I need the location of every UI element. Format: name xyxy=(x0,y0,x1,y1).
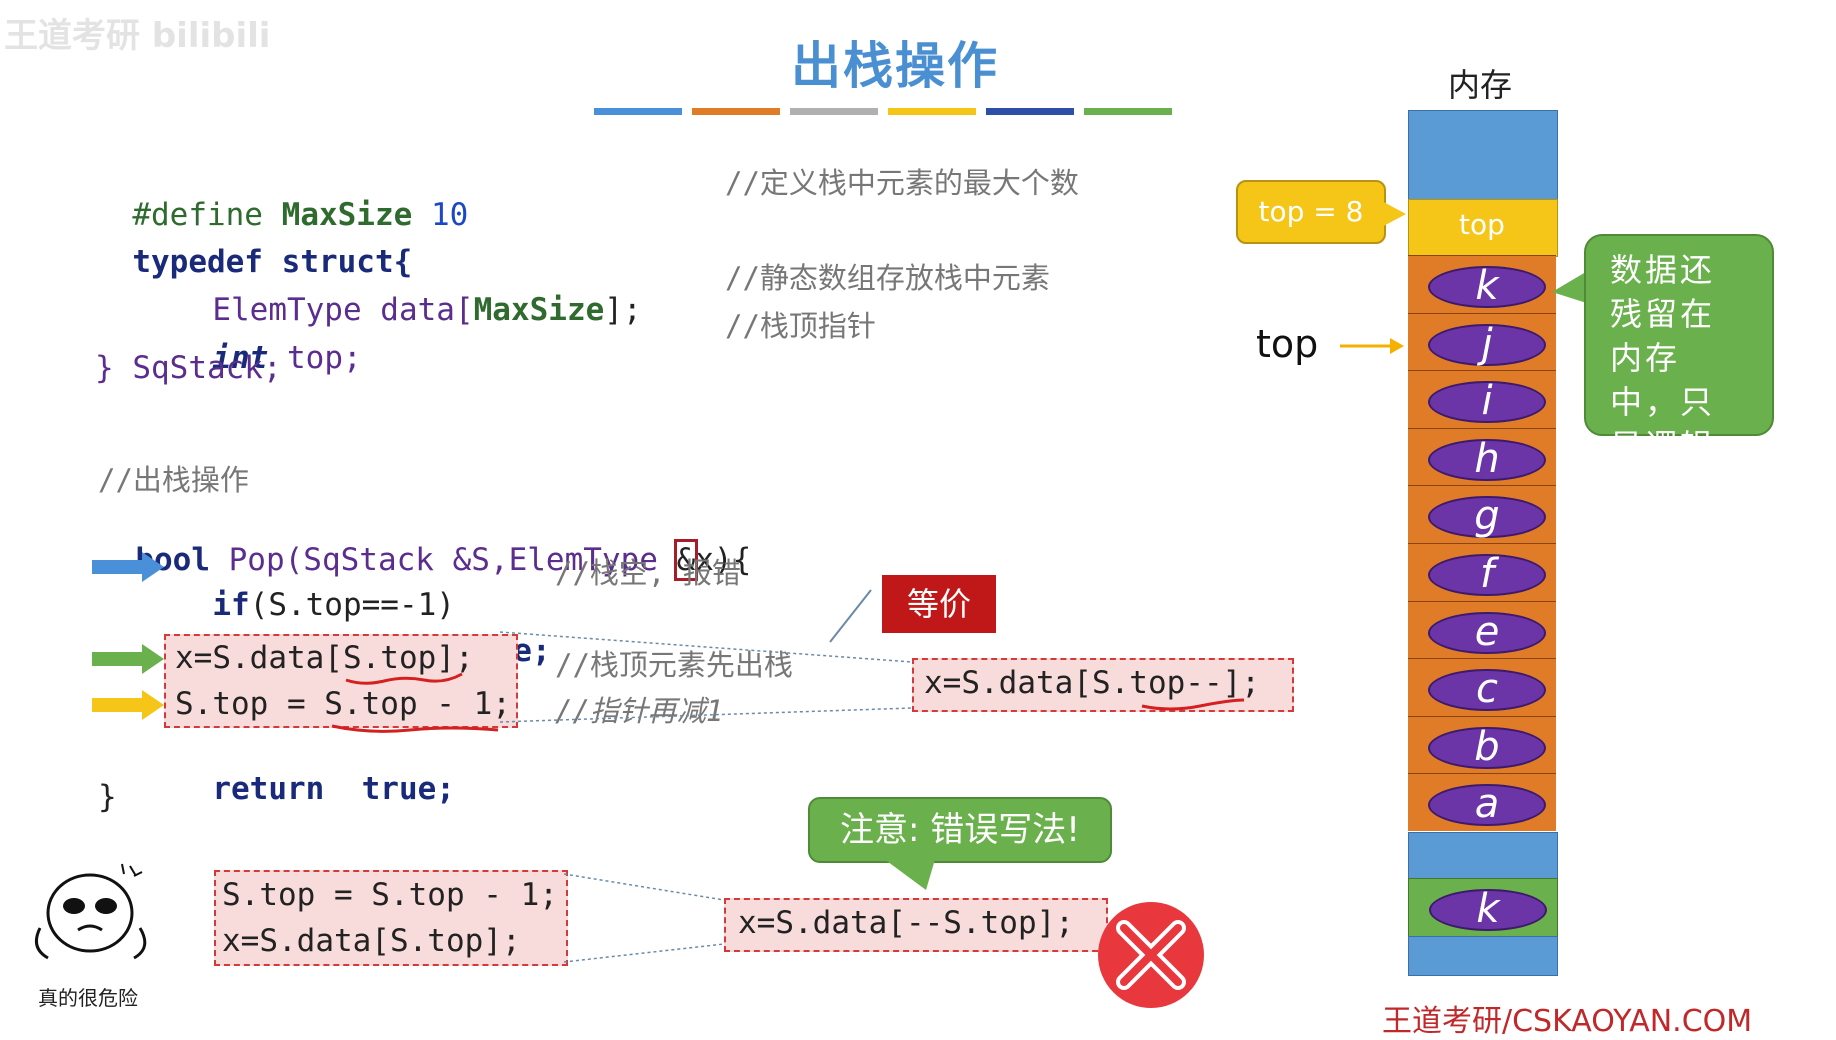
blue-arrow-icon xyxy=(92,552,164,582)
memory-cell-j-1: j xyxy=(1408,312,1556,371)
memory-value-4: g xyxy=(1428,496,1546,539)
wrong-x-icon xyxy=(1098,902,1204,1008)
equiv-connector xyxy=(500,589,913,723)
equiv-code: x=S.data[S.top--]; xyxy=(924,665,1260,701)
comment-maxsize: //定义栈中元素的最大个数 xyxy=(725,166,1079,200)
memory-cell-c-7: c xyxy=(1408,658,1556,716)
memory-cell-extra: k xyxy=(1408,878,1558,938)
memory-cell-h-3: h xyxy=(1408,427,1556,486)
title-stripe-2 xyxy=(692,108,780,115)
green-arrow-icon xyxy=(92,644,164,674)
memory-value-2: i xyxy=(1428,381,1546,424)
code-sqstack-line: } SqStack; xyxy=(95,350,282,386)
memory-header: 内存 xyxy=(1448,66,1513,104)
title-stripe-6 xyxy=(1084,108,1172,115)
memory-cell-a-9: a xyxy=(1408,773,1556,831)
top-pointer-arrow-icon xyxy=(1340,338,1404,354)
code-return-true: return true; xyxy=(212,771,455,807)
code-assign-x: x=S.data[S.top]; xyxy=(175,640,474,676)
memory-cell-e-6: e xyxy=(1408,600,1556,659)
memory-value-8: b xyxy=(1428,726,1546,769)
memory-cell-k-0: k xyxy=(1408,255,1556,313)
memory-top-cell-label: top xyxy=(1459,208,1505,241)
title-stripe-5 xyxy=(986,108,1074,115)
wrong-code-line2: x=S.data[S.top]; xyxy=(222,923,521,959)
comment-decrement: //指针再减1 xyxy=(555,694,724,728)
footer-brand: 王道考研/CSKAOYAN.COM xyxy=(1382,1004,1753,1039)
wrong-code-box-left xyxy=(214,870,568,966)
scared-face-icon xyxy=(34,863,147,960)
memory-value-1: j xyxy=(1428,323,1546,366)
residual-data-bubble: 数据还残留在内存中，只是逻辑上被删除了 xyxy=(1584,234,1774,553)
memory-cell-b-8: b xyxy=(1408,715,1556,774)
memory-value-6: e xyxy=(1428,611,1546,654)
memory-value-extra: k xyxy=(1429,889,1547,931)
code-define-line: #define MaxSize 10 xyxy=(132,197,469,233)
wrong-code-line1: S.top = S.top - 1; xyxy=(222,877,558,913)
yellow-arrow-icon xyxy=(92,690,164,720)
memory-value-7: c xyxy=(1428,669,1546,712)
red-underline-1 xyxy=(345,672,463,685)
memory-value-0: k xyxy=(1428,266,1546,308)
comment-pop-element: //栈顶元素先出栈 xyxy=(555,648,793,682)
code-top-field-line: int top; xyxy=(212,340,362,376)
red-underline-2 xyxy=(331,724,499,733)
memory-cell-empty-bottom xyxy=(1408,936,1558,976)
comment-data: //静态数组存放栈中元素 xyxy=(725,261,1050,295)
top-callout: top = 8 xyxy=(1236,180,1386,244)
code-if-line: if(S.top==-1) xyxy=(212,587,455,623)
watermark: 王道考研 bilibili xyxy=(4,16,271,56)
memory-cell-g-4: g xyxy=(1408,485,1556,543)
wrong-code-right: x=S.data[--S.top]; xyxy=(738,905,1074,941)
comment-top-pointer: //栈顶指针 xyxy=(725,309,876,343)
equiv-code-box xyxy=(912,658,1294,712)
warning-bubble-tail xyxy=(880,856,936,890)
wrong-code-box-right xyxy=(724,898,1108,952)
cartoon-caption: 真的很危险 xyxy=(38,986,138,1010)
title-stripe-4 xyxy=(888,108,976,115)
comment-pop: //出栈操作 xyxy=(98,463,249,497)
memory-cell-empty-top xyxy=(1408,110,1558,200)
memory-cell-empty-mid xyxy=(1408,832,1558,880)
equiv-badge: 等价 xyxy=(882,575,996,633)
title-stripe-1 xyxy=(594,108,682,115)
memory-value-9: a xyxy=(1428,784,1546,827)
slide-title: 出栈操作 xyxy=(791,37,999,95)
code-decrement-top: S.top = S.top - 1; xyxy=(175,686,511,722)
red-underline-3 xyxy=(1141,698,1245,711)
wrong-connector xyxy=(564,873,724,963)
code-typedef-line: typedef struct{ xyxy=(132,244,413,280)
code-close-brace: } xyxy=(98,779,117,815)
top-pointer-label: top xyxy=(1256,322,1319,366)
top-callout-tail xyxy=(1380,200,1406,228)
warning-bubble: 注意: 错误写法! xyxy=(808,797,1112,863)
memory-cell-top-var xyxy=(1408,199,1558,257)
memory-value-5: f xyxy=(1428,554,1546,596)
memory-cell-i-2: i xyxy=(1408,370,1556,428)
memory-cell-f-5: f xyxy=(1408,543,1556,601)
memory-value-3: h xyxy=(1428,438,1546,481)
code-data-line: ElemType data[MaxSize]; xyxy=(212,292,642,328)
comment-stack-empty: //栈空, 报错 xyxy=(555,556,741,590)
title-stripe-3 xyxy=(790,108,878,115)
highlight-box-pop-lines xyxy=(164,634,518,728)
